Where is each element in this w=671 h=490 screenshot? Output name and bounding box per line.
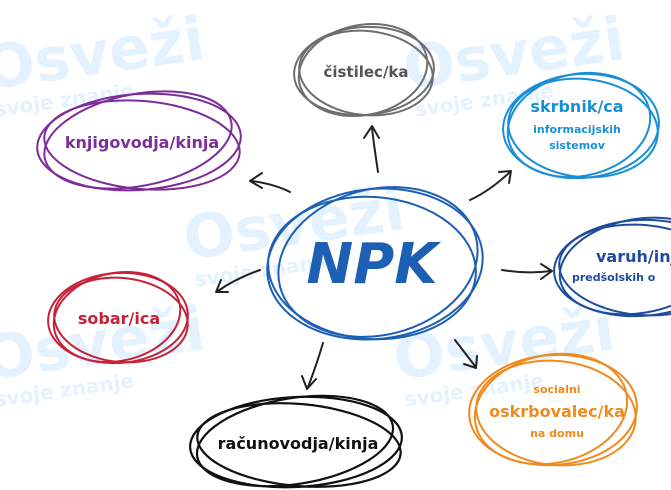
node-scribble: [502, 71, 660, 180]
background-watermark: Osveži svoje znanje Osveži svoje znanje …: [0, 4, 629, 411]
node-scribble: [553, 216, 671, 318]
node-scribble: [36, 90, 242, 192]
node-cistilec: čistilec/ka: [293, 22, 435, 118]
node-label-varuh: varuh/inj: [596, 247, 671, 266]
node-scribble: [47, 270, 189, 365]
center-label: NPK: [306, 232, 441, 297]
arrows: [215, 125, 553, 390]
node-sobar: sobar/ica: [47, 270, 189, 365]
arrow-to-knjigovodja: [249, 172, 291, 193]
node-sublabel-socialni-top: socialni: [533, 383, 580, 396]
arrow-to-sobar: [215, 269, 261, 293]
node-label-sobar: sobar/ica: [78, 309, 160, 328]
node-sublabel-socialni-bottom: na domu: [530, 427, 584, 440]
node-scribble: [189, 394, 403, 489]
node-sublabel-skrbnik-1: informacijskih: [533, 123, 621, 136]
center-node: NPK: [266, 186, 484, 341]
node-racunovodja: računovodja/kinja: [189, 394, 403, 489]
node-label-racunovodja: računovodja/kinja: [218, 434, 379, 453]
node-label-skrbnik: skrbnik/ca: [530, 97, 623, 116]
node-knjigovodja: knjigovodja/kinja: [36, 90, 242, 192]
node-scribble: [468, 352, 638, 467]
node-label-knjigovodja: knjigovodja/kinja: [65, 133, 219, 152]
node-scribble: [293, 22, 435, 118]
node-socialni: socialni oskrbovalec/ka na domu: [468, 352, 638, 467]
node-sublabel-skrbnik-2: sistemov: [549, 139, 606, 152]
node-label-cistilec: čistilec/ka: [323, 63, 408, 81]
node-sublabel-varuh: predšolskih o: [572, 271, 656, 284]
arrow-to-varuh: [501, 263, 553, 280]
arrow-to-cistilec: [363, 125, 380, 173]
arrow-to-socialni: [454, 339, 478, 369]
node-varuh: varuh/inj predšolskih o: [553, 216, 671, 318]
center-scribble: [266, 186, 484, 341]
node-skrbnik: skrbnik/ca informacijskih sistemov: [502, 71, 660, 180]
node-label-socialni: oskrbovalec/ka: [489, 402, 625, 421]
arrow-to-skrbnik: [469, 170, 512, 201]
arrow-to-racunovodja: [301, 342, 324, 390]
